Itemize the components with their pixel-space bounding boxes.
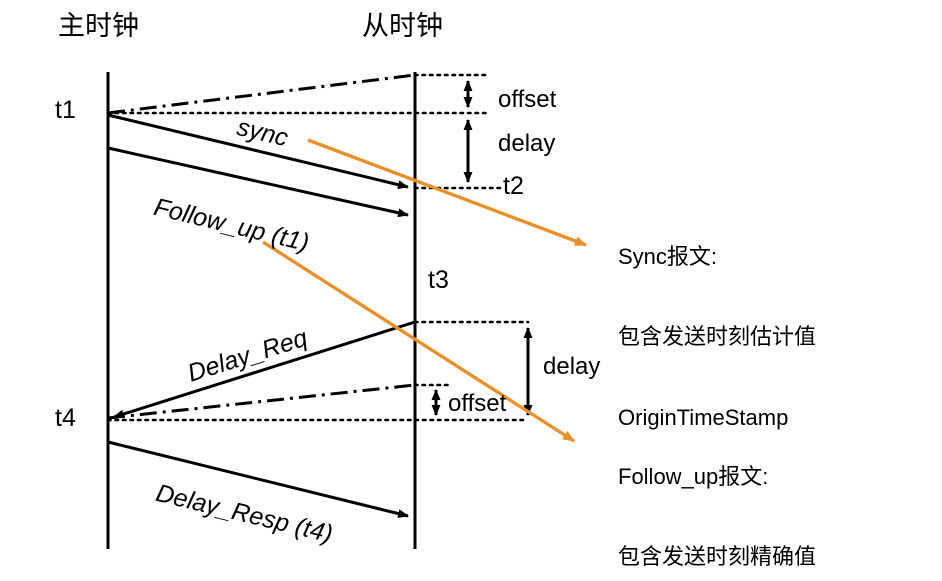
- delay-resp-message-arrow: [107, 440, 409, 518]
- follow-up-note: Follow_up报文: 包含发送时刻精确值 PreciseOriginTime…: [618, 410, 862, 581]
- offset-label-top: offset: [498, 86, 557, 113]
- master-clock-title: 主时钟: [58, 11, 139, 41]
- follow-up-note-line-2: 包含发送时刻精确值: [618, 544, 817, 570]
- slave-clock-title: 从时钟: [362, 11, 443, 41]
- sync-note-line-1: Sync报文:: [618, 243, 718, 269]
- offset-label-bottom: offset: [448, 390, 507, 417]
- sync-note-line-3: OriginTimeStamp: [618, 404, 789, 430]
- sync-message-arrow: [107, 113, 409, 190]
- delay-req-message-arrow: [113, 320, 416, 419]
- follow-up-note-line-1: Follow_up报文:: [618, 463, 769, 489]
- delay-label-top: delay: [498, 130, 556, 157]
- sync-note-pointer-arrow: [307, 138, 587, 247]
- timestamp-t1: t1: [55, 96, 76, 124]
- reference-dotted-lines-bottom: [106, 320, 530, 422]
- timestamp-t4: t4: [55, 404, 76, 432]
- clock-skew-line-top: [107, 73, 416, 115]
- sync-note-line-2: 包含发送时刻估计值: [618, 324, 817, 350]
- sync-note: Sync报文: 包含发送时刻估计值 OriginTimeStamp: [618, 190, 816, 485]
- follow-up-note-pointer-arrow: [262, 240, 575, 443]
- timestamp-t2: t2: [503, 172, 524, 200]
- clock-skew-line-bottom: [107, 383, 416, 420]
- timestamp-t3: t3: [428, 266, 449, 294]
- reference-dotted-lines-top: [106, 73, 502, 190]
- follow-up-message-arrow: [107, 146, 409, 218]
- delay-label-bottom: delay: [543, 353, 601, 380]
